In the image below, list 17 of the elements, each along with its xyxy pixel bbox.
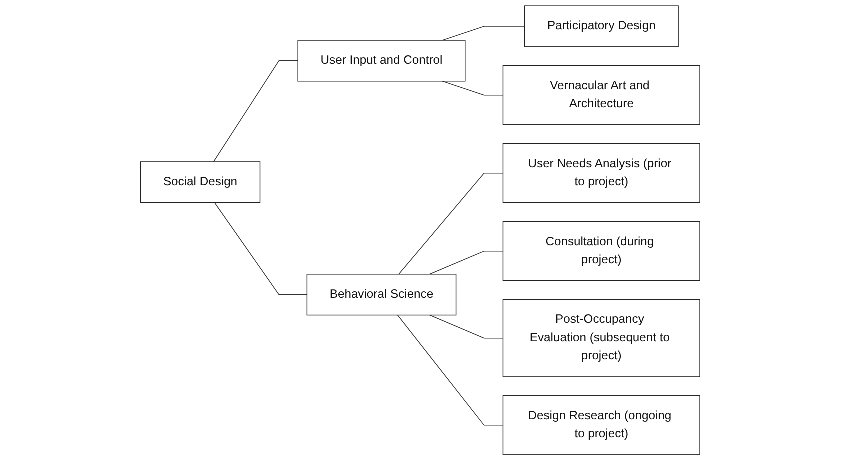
connector xyxy=(214,202,308,296)
connector xyxy=(398,172,504,275)
connector xyxy=(430,314,504,339)
connector xyxy=(442,81,504,96)
node-box: Behavioral Science xyxy=(306,274,457,316)
node-box: Participatory Design xyxy=(524,6,679,48)
node-box: User Needs Analysis (prior to project) xyxy=(502,143,701,204)
connector xyxy=(213,60,299,162)
node-box: User Input and Control xyxy=(298,40,466,82)
node-box: Social Design xyxy=(140,162,261,204)
node-box: Post-Occupancy Evaluation (subsequent to project) xyxy=(502,299,701,378)
connector xyxy=(430,250,504,275)
node-box: Design Research (ongoing to project) xyxy=(502,396,701,456)
connector xyxy=(442,26,526,41)
connector xyxy=(398,314,504,426)
node-box: Consultation (during project) xyxy=(502,221,701,282)
node-box: Vernacular Art and Architecture xyxy=(502,65,701,126)
